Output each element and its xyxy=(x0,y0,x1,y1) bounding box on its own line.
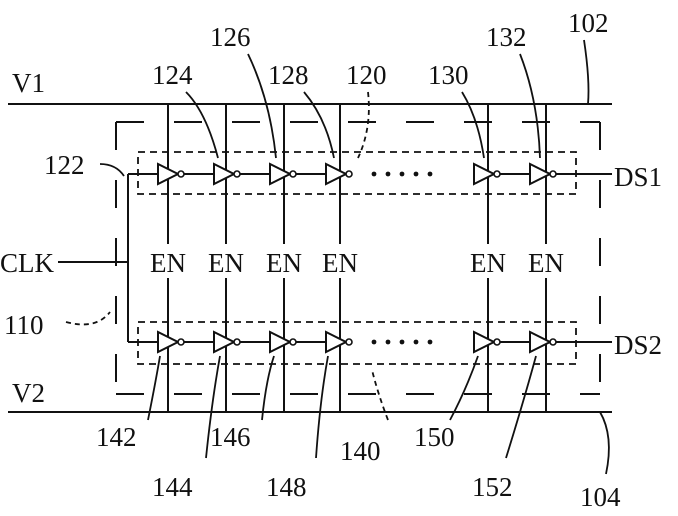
ref-150: 150 xyxy=(414,422,455,452)
inverter-124 xyxy=(213,162,237,186)
ds2-label: DS2 xyxy=(614,330,662,360)
ref-102: 102 xyxy=(568,8,609,38)
ref-128: 128 xyxy=(268,60,309,90)
ref-122: 122 xyxy=(44,150,85,180)
inverter-130 xyxy=(473,162,497,186)
inverter-122 xyxy=(157,162,181,186)
en-label: EN xyxy=(150,248,186,278)
inverter-146 xyxy=(269,330,293,354)
lower-ellipsis xyxy=(371,339,433,345)
outer-dashed-box xyxy=(115,121,601,395)
inverter-142 xyxy=(157,330,181,354)
en-labels: EN EN EN EN EN EN xyxy=(150,248,564,278)
inverter-126 xyxy=(269,162,293,186)
en-label: EN xyxy=(208,248,244,278)
ref-110: 110 xyxy=(4,310,44,340)
ref-144: 144 xyxy=(152,472,193,502)
ref-152: 152 xyxy=(472,472,513,502)
inverter-144 xyxy=(213,330,237,354)
en-label-backgrounds xyxy=(150,244,564,278)
inverter-152 xyxy=(529,330,553,354)
en-label: EN xyxy=(470,248,506,278)
clk-label: CLK xyxy=(0,248,55,278)
inverter-148 xyxy=(325,330,349,354)
ref-146: 146 xyxy=(210,422,251,452)
ref-148: 148 xyxy=(266,472,307,502)
ref-132: 132 xyxy=(486,22,527,52)
upper-ellipsis xyxy=(371,171,433,177)
en-label: EN xyxy=(528,248,564,278)
leader-lines xyxy=(65,39,610,475)
ref-130: 130 xyxy=(428,60,469,90)
ref-104: 104 xyxy=(580,482,621,512)
ref-142: 142 xyxy=(96,422,137,452)
lower-inverter-chain xyxy=(157,330,612,354)
v1-label: V1 xyxy=(12,68,45,98)
inverter-150 xyxy=(473,330,497,354)
ref-120: 120 xyxy=(346,60,387,90)
v2-label: V2 xyxy=(12,378,45,408)
en-label: EN xyxy=(322,248,358,278)
ref-124: 124 xyxy=(152,60,193,90)
ref-140: 140 xyxy=(340,436,381,466)
reference-numerals: 102 104 110 120 122 124 126 128 130 132 … xyxy=(4,8,621,512)
ds1-label: DS1 xyxy=(614,162,662,192)
upper-inverter-chain xyxy=(157,162,612,186)
ref-126: 126 xyxy=(210,22,251,52)
inverter-132 xyxy=(529,162,553,186)
en-label: EN xyxy=(266,248,302,278)
inverter-128 xyxy=(325,162,349,186)
